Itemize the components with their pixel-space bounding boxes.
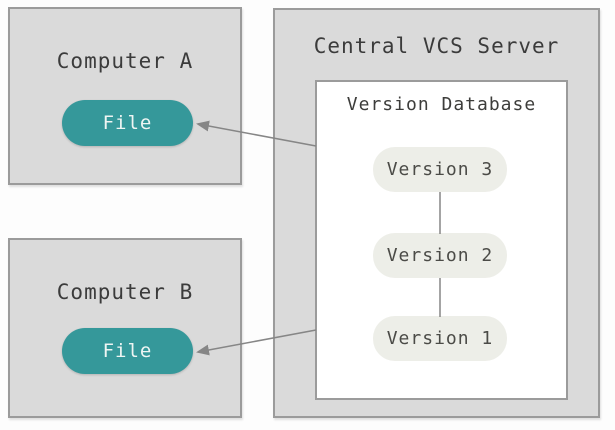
computer-a-box: Computer A File bbox=[8, 7, 242, 185]
version-database-box: Version Database Version 3 Version 2 Ver… bbox=[315, 80, 568, 400]
computer-a-label: Computer A bbox=[56, 49, 194, 73]
version-1-label: Version 1 bbox=[386, 328, 494, 349]
version-2-label: Version 2 bbox=[386, 245, 494, 266]
computer-b-label: Computer B bbox=[56, 280, 194, 304]
computer-a-file-label: File bbox=[102, 112, 153, 134]
computer-b-box: Computer B File bbox=[8, 238, 242, 418]
version-database-label: Version Database bbox=[346, 94, 537, 115]
version-3-node: Version 3 bbox=[373, 147, 507, 192]
computer-b-file-node: File bbox=[62, 328, 193, 374]
computer-b-file-label: File bbox=[102, 340, 153, 362]
central-vcs-server-box: Central VCS Server Version Database Vers… bbox=[273, 8, 600, 418]
version-2-node: Version 2 bbox=[373, 233, 507, 278]
version-1-node: Version 1 bbox=[373, 316, 507, 361]
version-3-label: Version 3 bbox=[386, 159, 494, 180]
central-vcs-server-label: Central VCS Server bbox=[313, 34, 560, 58]
computer-a-file-node: File bbox=[62, 100, 193, 146]
